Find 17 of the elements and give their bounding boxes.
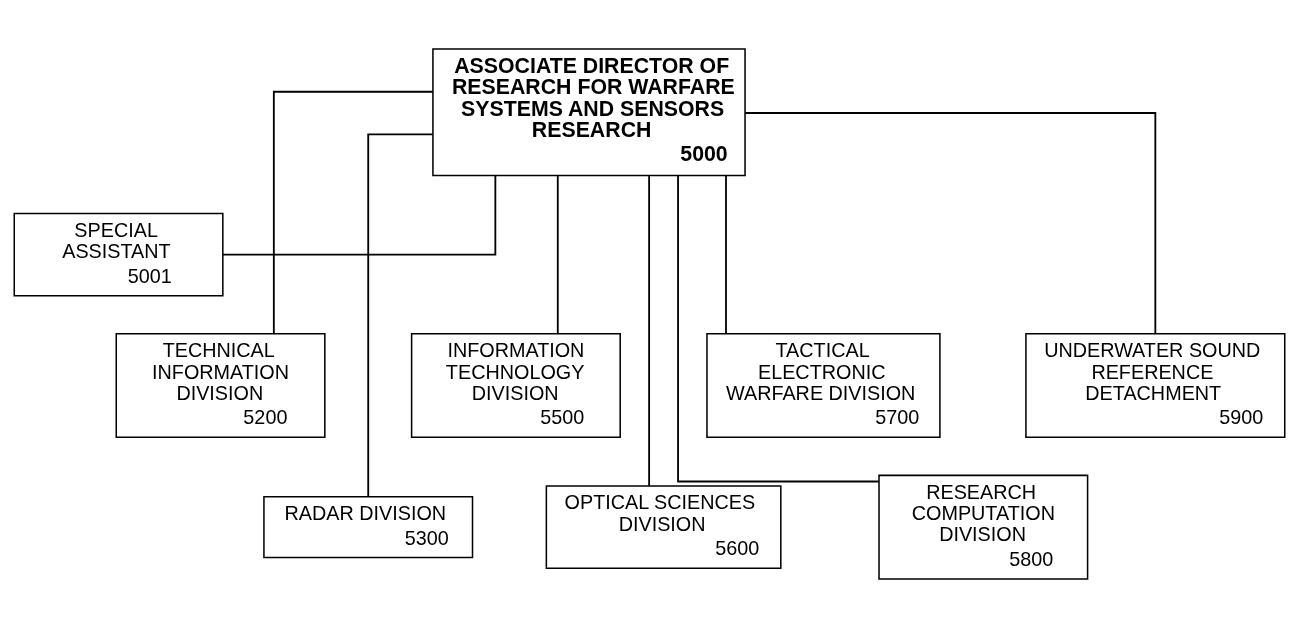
node-box: RADAR DIVISION 5300: [263, 495, 474, 559]
node-box: TECHNICAL INFORMATION DIVISION 5200: [115, 333, 326, 439]
connector: [222, 174, 497, 256]
connector: [648, 174, 651, 487]
node-box: SPECIAL ASSISTANT 5001: [13, 212, 224, 297]
connector: [725, 174, 727, 335]
connector: [677, 174, 880, 483]
connector: [556, 174, 559, 335]
node-box: TACTICAL ELECTRONIC WARFARE DIVISION 5700: [706, 333, 941, 439]
node-box: RESEARCH COMPUTATION DIVISION 5800: [878, 474, 1089, 580]
node-box: UNDERWATER SOUND REFERENCE DETACHMENT 5900: [1025, 333, 1286, 439]
connector: [367, 133, 434, 498]
connector: [744, 112, 1157, 335]
node-box: INFORMATION TECHNOLOGY DIVISION 5500: [410, 333, 621, 439]
node-box: OPTICAL SCIENCES DIVISION 5600: [545, 485, 782, 569]
node-box: ASSOCIATE DIRECTOR OF RESEARCH FOR WARFARE SYSTEMS AND SENSORS RESEARCH 5000: [432, 48, 746, 177]
connector: [272, 90, 434, 335]
